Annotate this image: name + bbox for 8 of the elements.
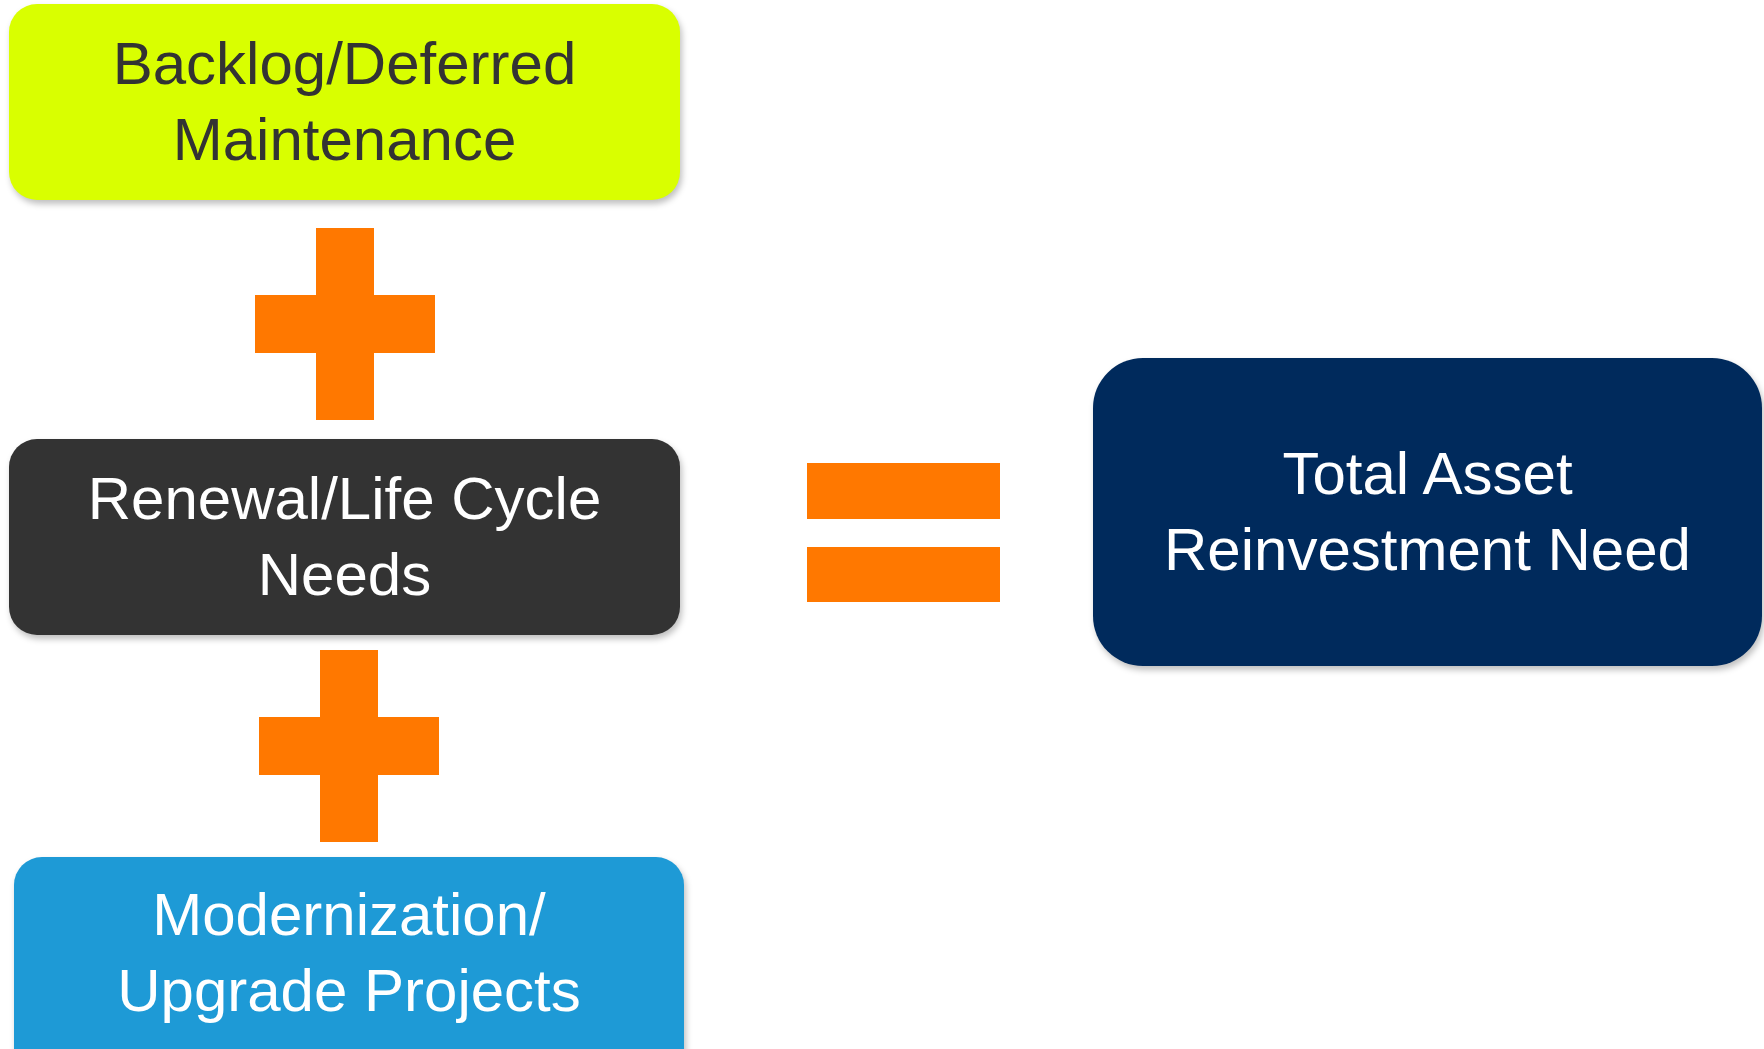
box-label: Total Asset Reinvestment Need [1163,439,1692,585]
box-label: Modernization/ Upgrade Projects [116,880,582,1026]
rounded-box [1093,358,1762,666]
rounded-box [14,857,684,1049]
rounded-box [9,439,680,635]
rounded-box [9,4,680,200]
box-label: Renewal/Life Cycle Needs [86,464,603,610]
box-label: Backlog/Deferred Maintenance [111,29,578,175]
